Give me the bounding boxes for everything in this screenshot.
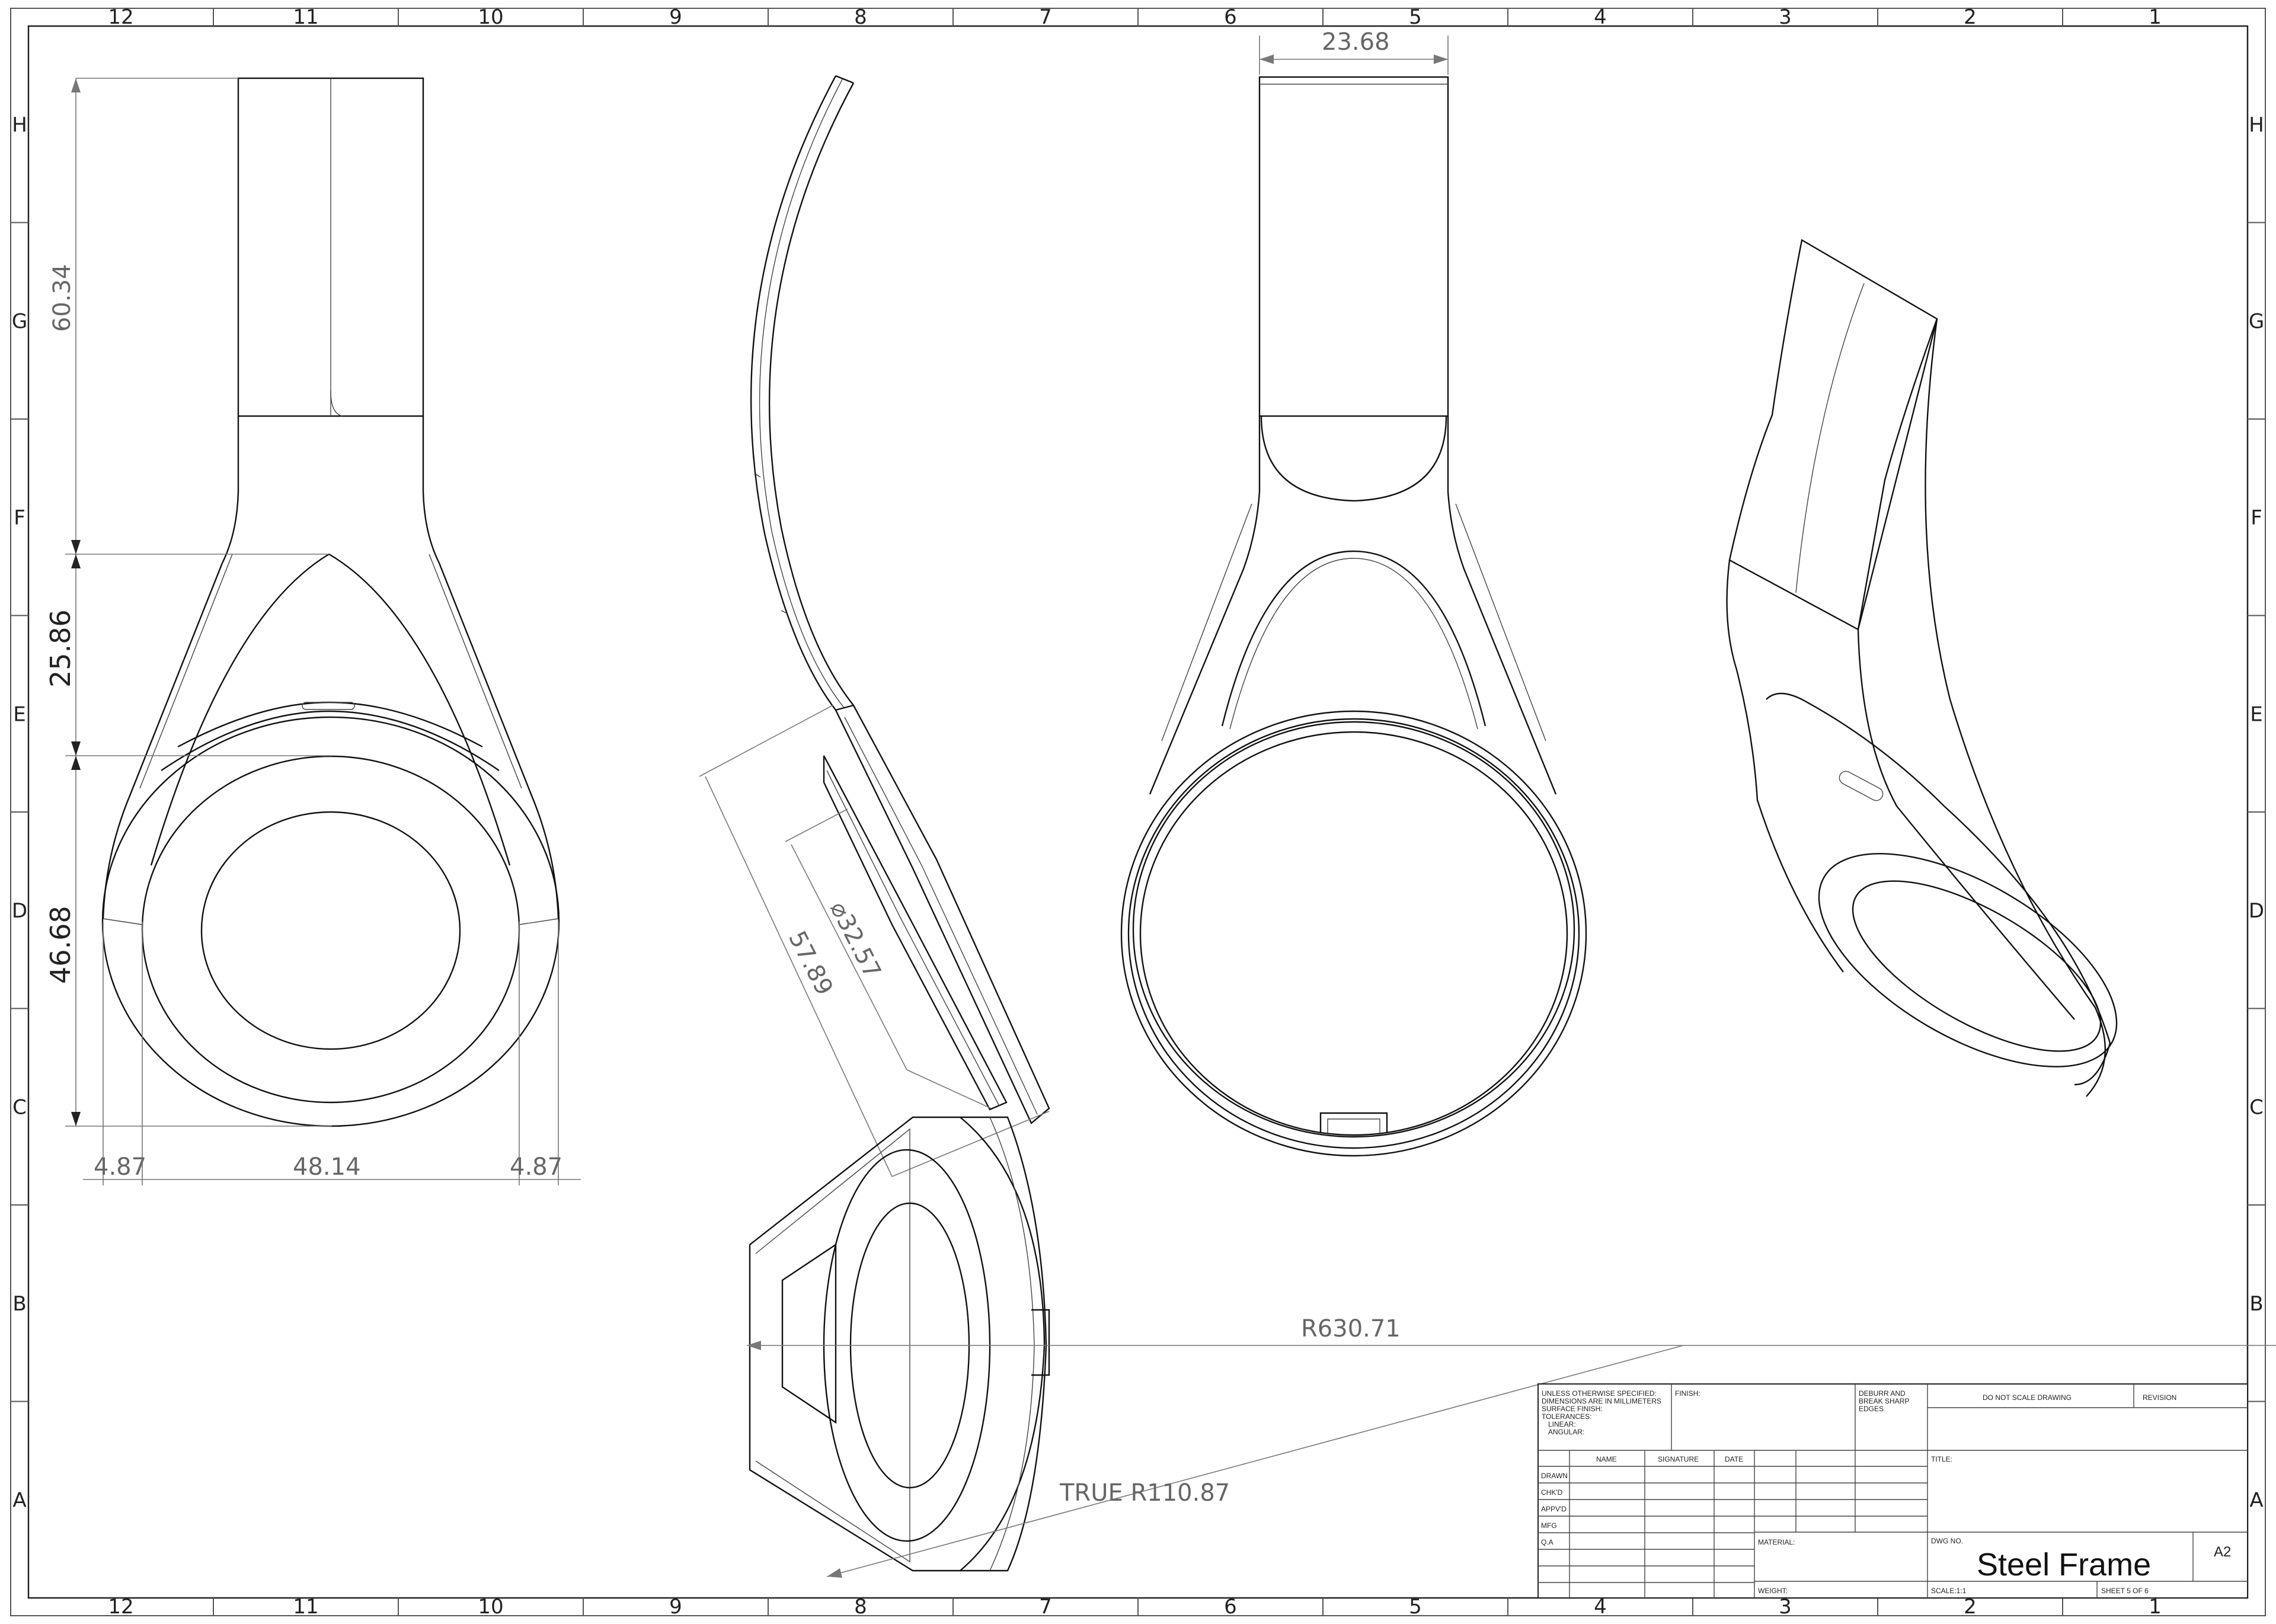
zone-column-label: 3 (1779, 1595, 1792, 1619)
tolerance-note-6: ANGULAR: (1548, 1428, 1584, 1436)
zone-column-label: 4 (1594, 5, 1607, 29)
dim-front-mid-height: 25.86 (44, 609, 76, 688)
deburr-note-3: EDGES (1859, 1405, 1884, 1413)
zone-column-label: 7 (1039, 5, 1052, 29)
zone-row-label: F (2251, 506, 2262, 530)
finish-label: FINISH: (1675, 1389, 1700, 1398)
sheet-size: A2 (2214, 1544, 2231, 1560)
dim-bend-radius: R630.71 (1301, 1315, 1401, 1342)
zone-column-label: 4 (1594, 1595, 1607, 1619)
dim-front-top-height: 60.34 (49, 264, 76, 332)
dim-back-top-width: 23.68 (1322, 28, 1390, 56)
weight-label: WEIGHT: (1758, 1587, 1788, 1595)
row-mfg: MFG (1541, 1521, 1557, 1530)
row-checked: CHK'D (1541, 1488, 1563, 1497)
tolerance-note-1: UNLESS OTHERWISE SPECIFIED: (1542, 1389, 1657, 1398)
side-view-dimensions: ⌀32.57 57.89 (699, 705, 1050, 1177)
zone-column-label: 1 (2149, 1595, 2162, 1619)
radius-dimensions: R630.71 TRUE R110.87 (747, 1315, 2276, 1578)
zone-row-label: F (14, 506, 25, 530)
col-name: NAME (1596, 1455, 1617, 1463)
tolerance-note-4: TOLERANCES: (1542, 1412, 1591, 1421)
zone-row-label: D (12, 899, 27, 923)
dim-front-left-offset: 4.87 (94, 1153, 146, 1181)
zone-row-label: H (2249, 113, 2264, 137)
do-not-scale: DO NOT SCALE DRAWING (1983, 1393, 2072, 1402)
tolerance-note-2: DIMENSIONS ARE IN MILLIMETERS (1542, 1397, 1661, 1405)
dwg-no-label: DWG NO. (1931, 1537, 1963, 1545)
dim-front-right-offset: 4.87 (510, 1153, 562, 1181)
zone-column-label: 3 (1779, 5, 1792, 29)
zone-row-label: D (2249, 899, 2264, 923)
side-view (750, 75, 1050, 1124)
row-qa: Q.A (1541, 1538, 1553, 1546)
title-label: TITLE: (1931, 1455, 1952, 1463)
zone-row-label: H (12, 113, 27, 137)
front-view (101, 77, 560, 1127)
dim-side-length: 57.89 (783, 927, 838, 1000)
zone-column-label: 5 (1409, 5, 1422, 29)
zone-column-label: 7 (1039, 1595, 1052, 1619)
title-block: UNLESS OTHERWISE SPECIFIED: DIMENSIONS A… (1537, 1383, 2248, 1599)
dim-true-radius: TRUE R110.87 (1059, 1479, 1230, 1507)
tolerance-note-3: SURFACE FINISH: (1542, 1405, 1603, 1413)
sheet-label: SHEET 5 OF 6 (2101, 1587, 2149, 1595)
zone-column-label: 1 (2149, 5, 2162, 29)
section-view (749, 1116, 1050, 1572)
zone-column-label: 11 (293, 5, 318, 29)
row-drawn: DRAWN (1541, 1472, 1568, 1480)
zone-row-label: C (2249, 1095, 2264, 1119)
zone-row-label: B (12, 1292, 26, 1316)
zone-column-label: 2 (1964, 1595, 1977, 1619)
zone-row-label: E (2250, 702, 2262, 726)
zone-ticks (11, 8, 2265, 1616)
zone-row-label: A (12, 1488, 26, 1512)
front-view-dimensions: 60.34 25.86 46.68 4.87 48.14 4.87 (44, 78, 581, 1185)
deburr-note-2: BREAK SHARP (1859, 1397, 1909, 1405)
isometric-view (1726, 239, 2118, 1097)
drawing-title: Steel Frame (1977, 1547, 2151, 1583)
tolerance-note-5: LINEAR: (1548, 1420, 1576, 1428)
zone-column-label: 10 (478, 5, 503, 29)
zone-column-label: 5 (1409, 1595, 1422, 1619)
revision-label: REVISION (2143, 1393, 2176, 1402)
outer-border (10, 8, 2266, 1616)
zone-column-label: 10 (478, 1595, 503, 1619)
zone-column-label: 8 (854, 1595, 867, 1619)
col-date: DATE (1725, 1455, 1743, 1463)
col-signature: SIGNATURE (1658, 1455, 1699, 1463)
zone-row-label: G (12, 309, 27, 333)
scale-label: SCALE:1:1 (1931, 1587, 1967, 1595)
material-label: MATERIAL: (1758, 1538, 1795, 1546)
zone-row-label: A (2249, 1488, 2263, 1512)
zone-column-label: 6 (1224, 1595, 1237, 1619)
zone-column-label: 11 (293, 1595, 318, 1619)
deburr-note-1: DEBURR AND (1859, 1389, 1906, 1398)
back-view: 23.68 (1120, 28, 1587, 1157)
zone-column-label: 9 (669, 5, 682, 29)
zone-column-label: 6 (1224, 5, 1237, 29)
zone-row-label: B (2249, 1292, 2263, 1316)
zone-column-label: 2 (1964, 5, 1977, 29)
zone-row-label: E (13, 702, 25, 726)
dim-front-cup-width: 48.14 (293, 1153, 361, 1181)
zone-column-label: 9 (669, 1595, 682, 1619)
zone-row-label: G (2249, 309, 2264, 333)
zone-column-label: 12 (108, 1595, 133, 1619)
row-approved: APPV'D (1541, 1505, 1567, 1513)
dim-front-cup-height: 46.68 (44, 906, 76, 984)
dim-side-diameter: ⌀32.57 (824, 897, 886, 983)
zone-column-label: 12 (108, 5, 133, 29)
zone-column-label: 8 (854, 5, 867, 29)
zone-row-label: C (12, 1095, 27, 1119)
inner-border (27, 25, 2249, 1599)
